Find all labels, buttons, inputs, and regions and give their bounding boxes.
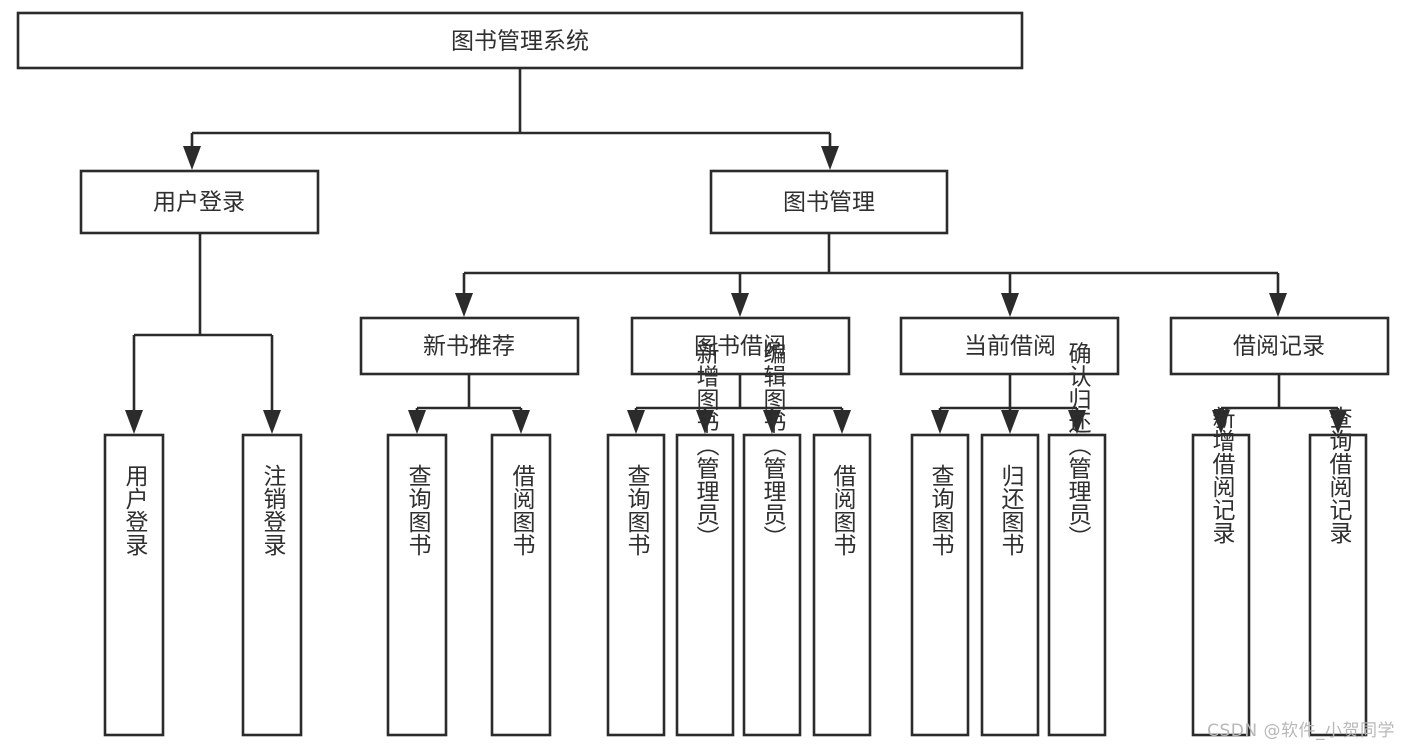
node-leaf-query-book-current-box[interactable]: [910, 433, 970, 737]
node-leaf-query-borrow-record-box[interactable]: [1308, 433, 1368, 737]
node-book-borrow[interactable]: 图书借阅: [630, 316, 851, 376]
node-leaf-query-book-recommend-box[interactable]: [386, 433, 448, 737]
node-leaf-add-book-admin-label: 新增图书（管理员）: [692, 342, 720, 549]
node-book-management[interactable]: 图书管理: [709, 169, 949, 235]
node-borrow-record-box[interactable]: [1169, 316, 1390, 376]
node-leaf-add-borrow-record-label: 新增借阅记录: [1208, 406, 1236, 544]
node-book-borrow-box[interactable]: [630, 316, 851, 376]
node-leaf-borrow-book[interactable]: 借阅图书: [812, 433, 872, 737]
arrow-head-current-borrow-leaf-2: [1001, 410, 1019, 434]
arrow-head-new-book-leaf-2: [512, 410, 530, 434]
arrow-head-current-borrow-leaf-3: [1068, 410, 1086, 434]
node-root-box[interactable]: [16, 11, 1024, 70]
node-book-management-label: 图书管理: [783, 190, 875, 216]
node-leaf-user-login-box[interactable]: [103, 433, 165, 737]
node-leaf-query-book-recommend-label: 查询图书: [404, 464, 432, 556]
node-user-login-label: 用户登录: [153, 190, 245, 216]
node-leaf-edit-book-admin[interactable]: 编辑图书（管理员）: [742, 342, 802, 737]
arrow-head-new-book: [455, 293, 473, 317]
node-leaf-confirm-return-admin-label: 确认归还（管理员）: [1064, 342, 1092, 549]
node-leaf-query-book-borrow-label: 查询图书: [623, 464, 651, 556]
node-new-book-recommend[interactable]: 新书推荐: [359, 316, 580, 376]
arrow-head-book-borrow-leaf-4: [833, 410, 851, 434]
node-leaf-add-borrow-record[interactable]: 新增借阅记录: [1191, 406, 1251, 737]
arrow-head-current-borrow-leaf-1: [931, 410, 949, 434]
arrow-head-book-mgmt: [821, 146, 839, 170]
node-book-management-box[interactable]: [709, 169, 949, 235]
node-leaf-edit-book-admin-label: 编辑图书（管理员）: [759, 342, 787, 549]
node-leaf-query-book-borrow[interactable]: 查询图书: [606, 433, 666, 737]
node-leaf-logout-box[interactable]: [241, 433, 303, 737]
node-leaf-logout[interactable]: 注销登录: [241, 433, 303, 737]
csdn-watermark: CSDN @软件_小贺同学: [1207, 721, 1395, 741]
node-leaf-return-book-label: 归还图书: [997, 464, 1025, 556]
node-current-borrow-box[interactable]: [899, 316, 1120, 376]
node-leaf-return-book-box[interactable]: [980, 433, 1040, 737]
arrow-head-book-borrow-leaf-2: [696, 410, 714, 434]
arrow-head-borrow-record: [1269, 293, 1287, 317]
node-new-book-recommend-label: 新书推荐: [423, 334, 515, 360]
node-leaf-query-book-current-label: 查询图书: [927, 464, 955, 556]
arrow-head-user-login: [183, 146, 201, 170]
node-borrow-record[interactable]: 借阅记录: [1169, 316, 1390, 376]
node-leaf-query-book-current[interactable]: 查询图书: [910, 433, 970, 737]
node-current-borrow-label: 当前借阅: [964, 334, 1056, 360]
node-leaf-query-borrow-record-label: 查询借阅记录: [1325, 406, 1353, 544]
node-leaf-query-book-borrow-box[interactable]: [606, 433, 666, 737]
arrow-head-borrow-record-leaf-1: [1212, 410, 1230, 434]
node-leaf-confirm-return-admin-box[interactable]: [1047, 433, 1107, 737]
arrow-head-user-login-leaf-1: [125, 410, 143, 434]
node-leaf-user-login-label: 用户登录: [121, 464, 149, 556]
arrow-head-new-book-leaf-1: [408, 410, 426, 434]
arrow-head-borrow-record-leaf-2: [1329, 410, 1347, 434]
node-leaf-add-borrow-record-box[interactable]: [1191, 433, 1251, 737]
node-leaf-borrow-book-recommend[interactable]: 借阅图书: [490, 433, 552, 737]
arrow-head-current-borrow: [1001, 293, 1019, 317]
node-book-borrow-label: 图书借阅: [694, 334, 786, 360]
node-leaf-add-book-admin[interactable]: 新增图书（管理员）: [675, 342, 735, 737]
arrow-head-book-borrow-leaf-3: [763, 410, 781, 434]
node-borrow-record-label: 借阅记录: [1233, 334, 1325, 360]
connector-layer: [125, 68, 1347, 434]
node-leaf-confirm-return-admin[interactable]: 确认归还（管理员）: [1047, 342, 1107, 737]
node-leaf-query-book-recommend[interactable]: 查询图书: [386, 433, 448, 737]
node-user-login-box[interactable]: [79, 169, 320, 235]
node-leaf-borrow-book-recommend-label: 借阅图书: [508, 464, 536, 556]
node-user-login[interactable]: 用户登录: [79, 169, 320, 235]
node-leaf-add-book-admin-box[interactable]: [675, 433, 735, 737]
node-leaf-logout-label: 注销登录: [259, 464, 287, 556]
node-leaf-edit-book-admin-box[interactable]: [742, 433, 802, 737]
node-root-system[interactable]: 图书管理系统: [16, 11, 1024, 70]
node-leaf-borrow-book-label: 借阅图书: [829, 464, 857, 556]
node-leaf-return-book[interactable]: 归还图书: [980, 433, 1040, 737]
node-leaf-query-borrow-record[interactable]: 查询借阅记录: [1308, 406, 1368, 737]
arrow-head-book-borrow: [731, 293, 749, 317]
node-leaf-user-login[interactable]: 用户登录: [103, 433, 165, 737]
node-root-label: 图书管理系统: [451, 29, 589, 55]
arrow-head-book-borrow-leaf-1: [627, 410, 645, 434]
node-current-borrow[interactable]: 当前借阅: [899, 316, 1120, 376]
node-leaf-borrow-book-recommend-box[interactable]: [490, 433, 552, 737]
node-leaf-borrow-book-box[interactable]: [812, 433, 872, 737]
node-new-book-recommend-box[interactable]: [359, 316, 580, 376]
arrow-head-user-login-leaf-2: [263, 410, 281, 434]
